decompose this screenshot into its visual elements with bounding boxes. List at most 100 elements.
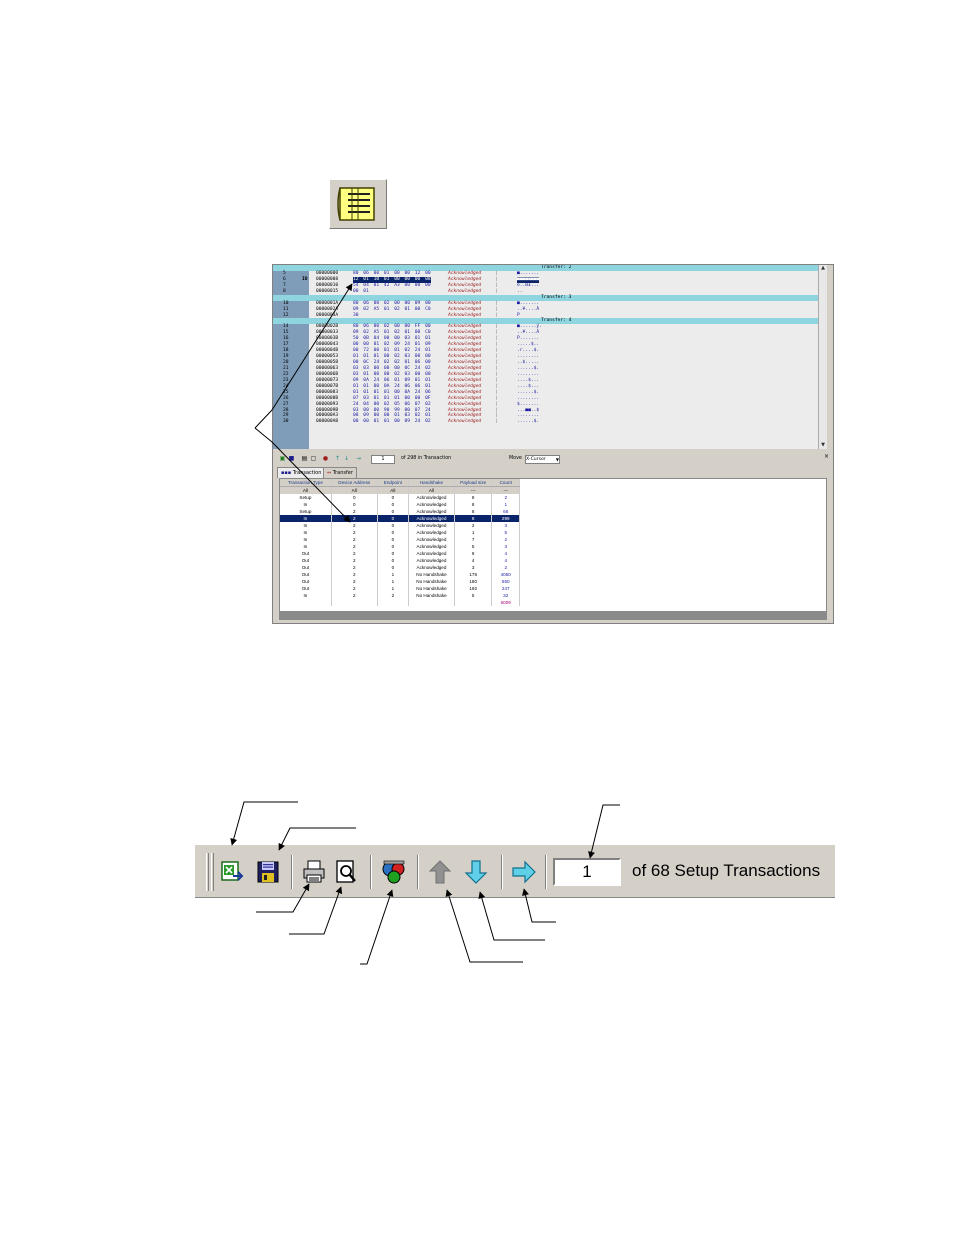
cell-handshake: Acknowledged: [408, 522, 455, 529]
move-select[interactable]: X-Cursor▼: [525, 455, 560, 464]
cell-device-address: 0: [331, 501, 378, 508]
cell-transaction-type: In: [280, 536, 332, 543]
summary-pane: ▣ ■ ▤ ▢ ● ↑ ↓ → 1 of 298 in Transaction …: [273, 451, 833, 623]
row-separator: |: [495, 282, 498, 288]
toolbar-grip-2[interactable]: [211, 853, 214, 891]
print-preview-icon[interactable]: ▢: [310, 455, 317, 462]
up-arrow-icon: [428, 860, 452, 884]
cell-handshake: No Handshake: [408, 585, 455, 592]
filter-transaction-type[interactable]: All: [280, 486, 332, 494]
excel-export-icon[interactable]: ▣: [279, 455, 286, 462]
cell-device-address: 0: [331, 494, 378, 501]
row-hex-data: 09 0A 24 06 01 09 01 01: [353, 377, 431, 383]
trace-transfer-header[interactable]: Transfer: 2: [273, 265, 827, 271]
col-payload-size[interactable]: Payload size: [454, 479, 493, 487]
toolbar-separator: [501, 855, 503, 889]
right-arrow-icon[interactable]: →: [355, 455, 362, 462]
tab-transfer[interactable]: ⇔ Transfer: [323, 467, 357, 478]
print-button[interactable]: [299, 857, 329, 887]
tab-transaction-label: Transaction: [292, 470, 322, 476]
summary-position-input[interactable]: 1: [371, 455, 395, 464]
cell-transaction-type: Out: [280, 585, 332, 592]
next-button[interactable]: [461, 857, 491, 887]
row-ascii: e..B£...: [517, 282, 540, 288]
cell-count: 2: [491, 536, 520, 543]
col-device-address[interactable]: Device Address: [331, 479, 378, 487]
cell-count: 4: [491, 550, 520, 557]
row-number: 5: [283, 270, 286, 276]
scroll-down-arrow-icon[interactable]: ▼: [821, 442, 825, 448]
save-icon[interactable]: ■: [288, 455, 295, 462]
callout-next: [478, 891, 545, 941]
row-ascii: ■......ÿ.: [517, 324, 542, 330]
tab-transaction[interactable]: ▪▪▪ Transaction: [277, 467, 326, 478]
cell-device-address: 2: [331, 571, 378, 578]
summary-footer: [279, 611, 827, 620]
row-handshake: Acknowledged: [448, 330, 482, 336]
print-icon[interactable]: ▤: [301, 455, 308, 462]
cell-payload-size: 1: [454, 529, 493, 536]
filter-device-address[interactable]: All: [331, 486, 378, 494]
down-arrow-icon[interactable]: ↓: [343, 455, 350, 462]
cell-payload-size: 8: [454, 515, 493, 522]
scroll-up-arrow-icon[interactable]: ▲: [821, 265, 825, 271]
row-ascii: ....$...: [517, 383, 540, 389]
cell-payload-size: 2: [454, 522, 493, 529]
cell-device-address: 2: [331, 508, 378, 515]
print-preview-button[interactable]: [331, 857, 361, 887]
cell-endpoint: 0: [377, 522, 410, 529]
row-handshake: Acknowledged: [448, 324, 482, 330]
filter-endpoint[interactable]: All: [377, 486, 410, 494]
cell-transaction-type: In: [280, 522, 332, 529]
cell-endpoint: 0: [377, 536, 410, 543]
row-separator: |: [495, 383, 498, 389]
up-arrow-icon[interactable]: ↑: [334, 455, 341, 462]
row-separator: |: [495, 413, 498, 419]
filter-handshake[interactable]: All: [408, 486, 455, 494]
col-count[interactable]: Count: [491, 479, 520, 487]
row-separator: |: [495, 395, 498, 401]
trace-transfer-header[interactable]: Transfer: 4: [273, 318, 827, 325]
excel-export-button[interactable]: [217, 857, 247, 887]
previous-button[interactable]: [425, 857, 455, 887]
col-handshake[interactable]: Handshake: [408, 479, 455, 487]
trace-transfer-header[interactable]: Transfer: 3: [273, 294, 827, 301]
close-icon[interactable]: ×: [823, 453, 829, 460]
trace-scrollbar[interactable]: ▲ ▼: [818, 265, 827, 449]
empty-cell: [331, 599, 378, 606]
cell-transaction-type: In: [280, 515, 332, 522]
cell-transaction-type: Setup: [280, 508, 332, 515]
go-to-button[interactable]: [509, 857, 539, 887]
save-button[interactable]: [253, 857, 283, 887]
position-input[interactable]: 1: [553, 858, 621, 886]
toolbar-grip[interactable]: [206, 853, 209, 891]
summary-table: Transaction Type Device Address Endpoint…: [279, 478, 827, 620]
row-hex-data: 50 0B 04 00 00 03 01 01: [353, 336, 431, 342]
row-handshake: Acknowledged: [448, 389, 482, 395]
color-settings-button[interactable]: [379, 857, 409, 887]
color-settings-icon[interactable]: ●: [322, 455, 329, 462]
col-endpoint[interactable]: Endpoint: [377, 479, 410, 487]
col-transaction-type[interactable]: Transaction Type: [280, 479, 332, 487]
transaction-summary-icon[interactable]: [329, 179, 387, 229]
